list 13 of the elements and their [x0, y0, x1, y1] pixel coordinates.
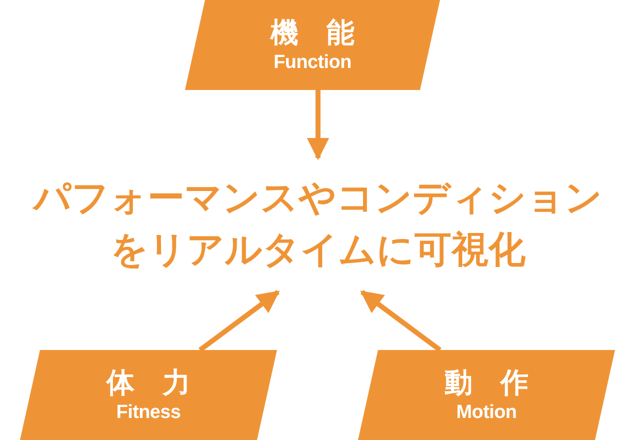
- heading-text: 体 力: [106, 365, 190, 401]
- heading-text: 機 能: [270, 15, 354, 51]
- subheading-text: Fitness: [116, 401, 181, 425]
- subheading-text: Function: [274, 51, 352, 75]
- parallelogram-box: [358, 350, 615, 440]
- arrow: [306, 90, 330, 160]
- arrow: [360, 290, 442, 352]
- heading-text: 動 作: [444, 365, 528, 401]
- arrow: [198, 290, 280, 352]
- parallelogram-box: [185, 0, 440, 90]
- headline-text: パフォーマンスやコンディションをリアルタイムに可視化: [31, 175, 604, 273]
- subheading-text: Motion: [456, 401, 517, 425]
- parallelogram-box: [20, 350, 277, 440]
